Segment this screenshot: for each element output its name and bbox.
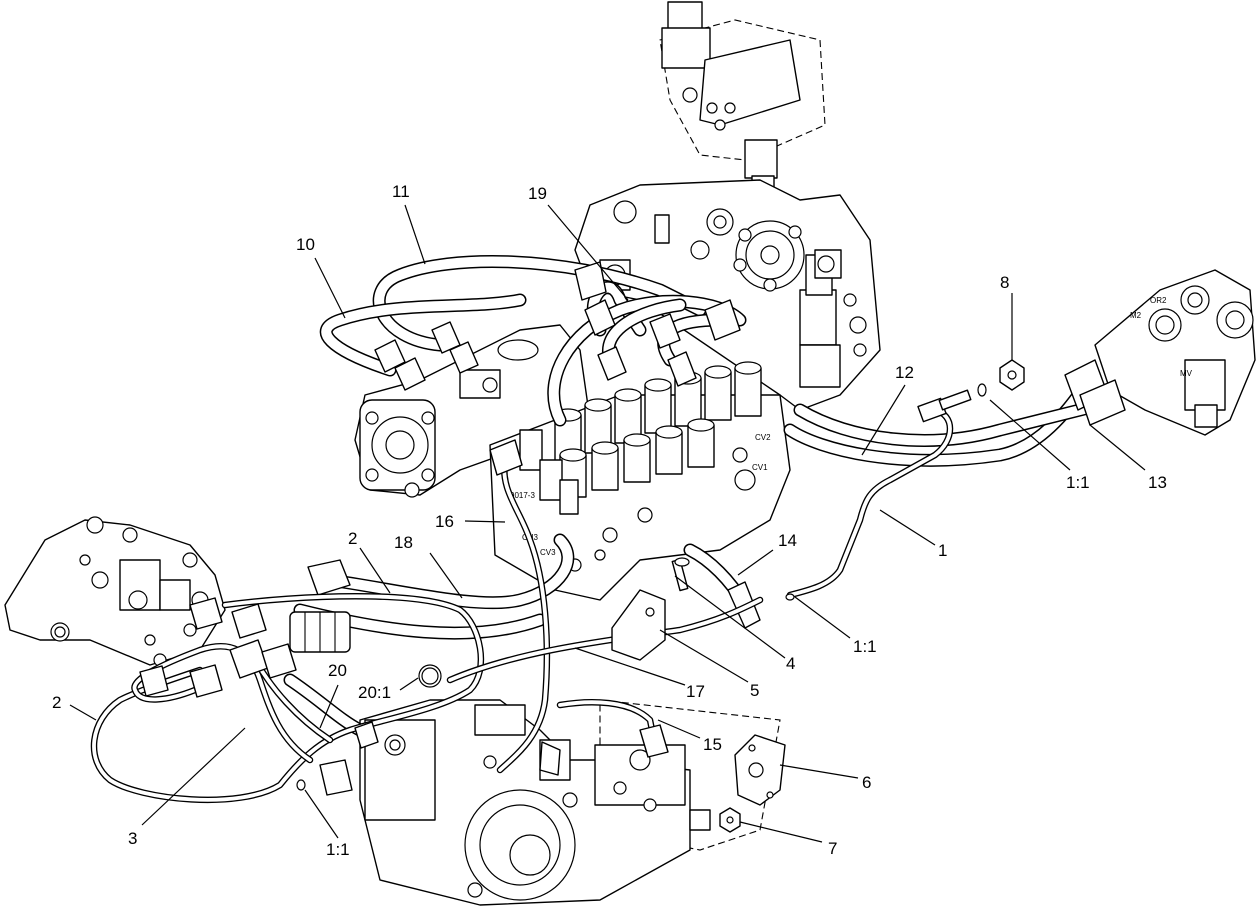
tubes	[90, 383, 987, 804]
callout-6: 6	[862, 773, 871, 792]
callout-11: 11	[392, 182, 410, 201]
callout-8: 8	[1000, 273, 1009, 292]
bottom-pump-assembly	[359, 699, 781, 906]
callout-14: 14	[778, 531, 797, 550]
left-motor-assembly	[4, 516, 226, 667]
stamp-part-no: 9017-3	[510, 491, 535, 500]
cartridge-valves	[519, 361, 762, 515]
callout-17: 17	[686, 682, 705, 701]
callout-1: 1	[938, 541, 947, 560]
small-parts	[296, 359, 1025, 833]
callout-15: 15	[703, 735, 722, 754]
leader-lines	[69, 204, 1146, 843]
stamp-cv3: CV3	[540, 548, 556, 557]
callout-20: 20	[328, 661, 347, 680]
main-valve-housing	[574, 179, 881, 411]
callout-16: 16	[435, 512, 454, 531]
stamp-cv2: CV2	[755, 433, 771, 442]
callout-ratio-right: 1:1	[1066, 473, 1090, 492]
stamp-m2: M2	[1130, 311, 1142, 320]
stamp-mv: MV	[1180, 369, 1193, 378]
left-pump-assembly	[354, 324, 591, 498]
callout-2-left: 2	[52, 693, 61, 712]
callout-18: 18	[394, 533, 413, 552]
callout-2-upper: 2	[348, 529, 357, 548]
callout-12: 12	[895, 363, 914, 382]
callout-13: 13	[1148, 473, 1167, 492]
callout-5: 5	[750, 681, 759, 700]
callout-19: 19	[528, 184, 547, 203]
hoses	[283, 255, 1126, 737]
callout-20-ratio: 20:1	[358, 683, 391, 702]
callout-4: 4	[786, 654, 795, 673]
bracket-5	[611, 589, 666, 661]
callout-labels: 1 2 2 3 4 5 6 7 8 10 11 12 13 14 15 16 1…	[52, 182, 1167, 859]
callout-ratio-bottom: 1:1	[326, 840, 350, 859]
right-valve-assembly: M2 OR2 MV	[1094, 269, 1256, 436]
callout-ratio-middle: 1:1	[853, 637, 877, 656]
callout-10: 10	[296, 235, 315, 254]
callout-3: 3	[128, 829, 137, 848]
stamp-cv1: CV1	[752, 463, 768, 472]
callout-7: 7	[828, 839, 837, 858]
stamp-or2: OR2	[1150, 296, 1167, 305]
top-valve-assembly	[659, 1, 826, 197]
